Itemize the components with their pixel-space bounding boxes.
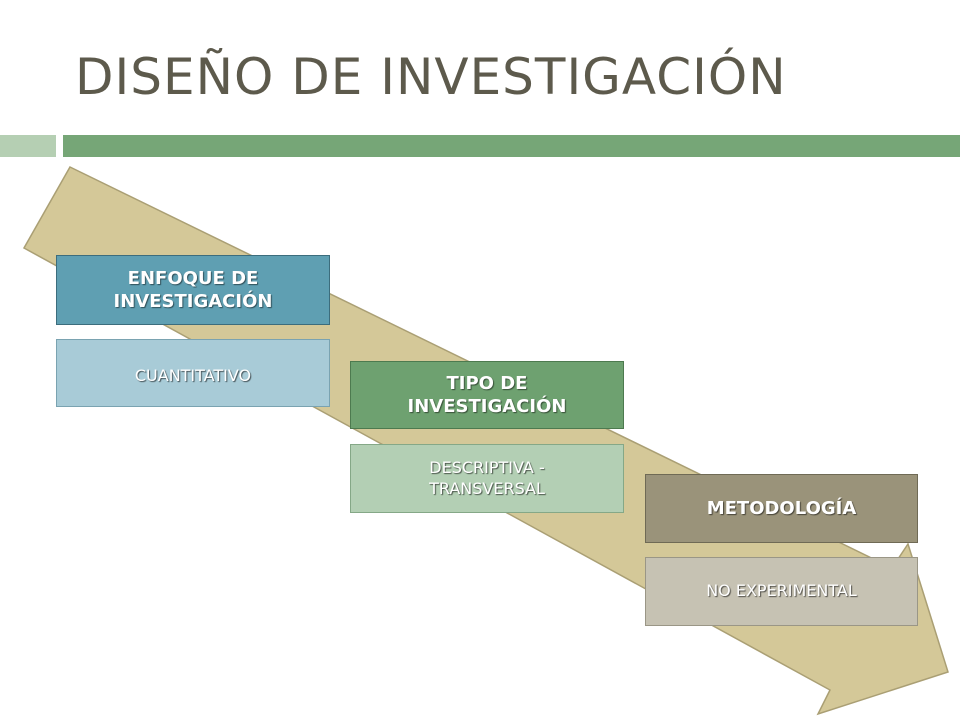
step-1-value: CUANTITATIVO (56, 339, 330, 407)
step-2-value-label: DESCRIPTIVA - TRANSVERSAL (429, 457, 545, 498)
step-2-header: TIPO DE INVESTIGACIÓN (350, 361, 624, 429)
step-1-value-label: CUANTITATIVO (134, 366, 252, 385)
step-3-value-label: NO EXPERIMENTAL (706, 581, 857, 601)
step-1-header: ENFOQUE DE INVESTIGACIÓN (56, 255, 330, 325)
step-2-header-label: TIPO DE INVESTIGACIÓN (407, 372, 567, 417)
slide-title: DISEÑO DE INVESTIGACIÓN (75, 48, 787, 106)
step-2-value: DESCRIPTIVA - TRANSVERSAL (350, 444, 624, 513)
arrow-shape (22, 166, 949, 716)
step-3-header-label: METODOLOGÍA (706, 497, 857, 519)
step-3-value: NO EXPERIMENTAL (645, 557, 918, 626)
step-1-header-label: ENFOQUE DE INVESTIGACIÓN (113, 267, 273, 312)
step-3-header: METODOLOGÍA (645, 474, 918, 543)
accent-bar-small (0, 135, 56, 157)
accent-bar (63, 135, 960, 157)
